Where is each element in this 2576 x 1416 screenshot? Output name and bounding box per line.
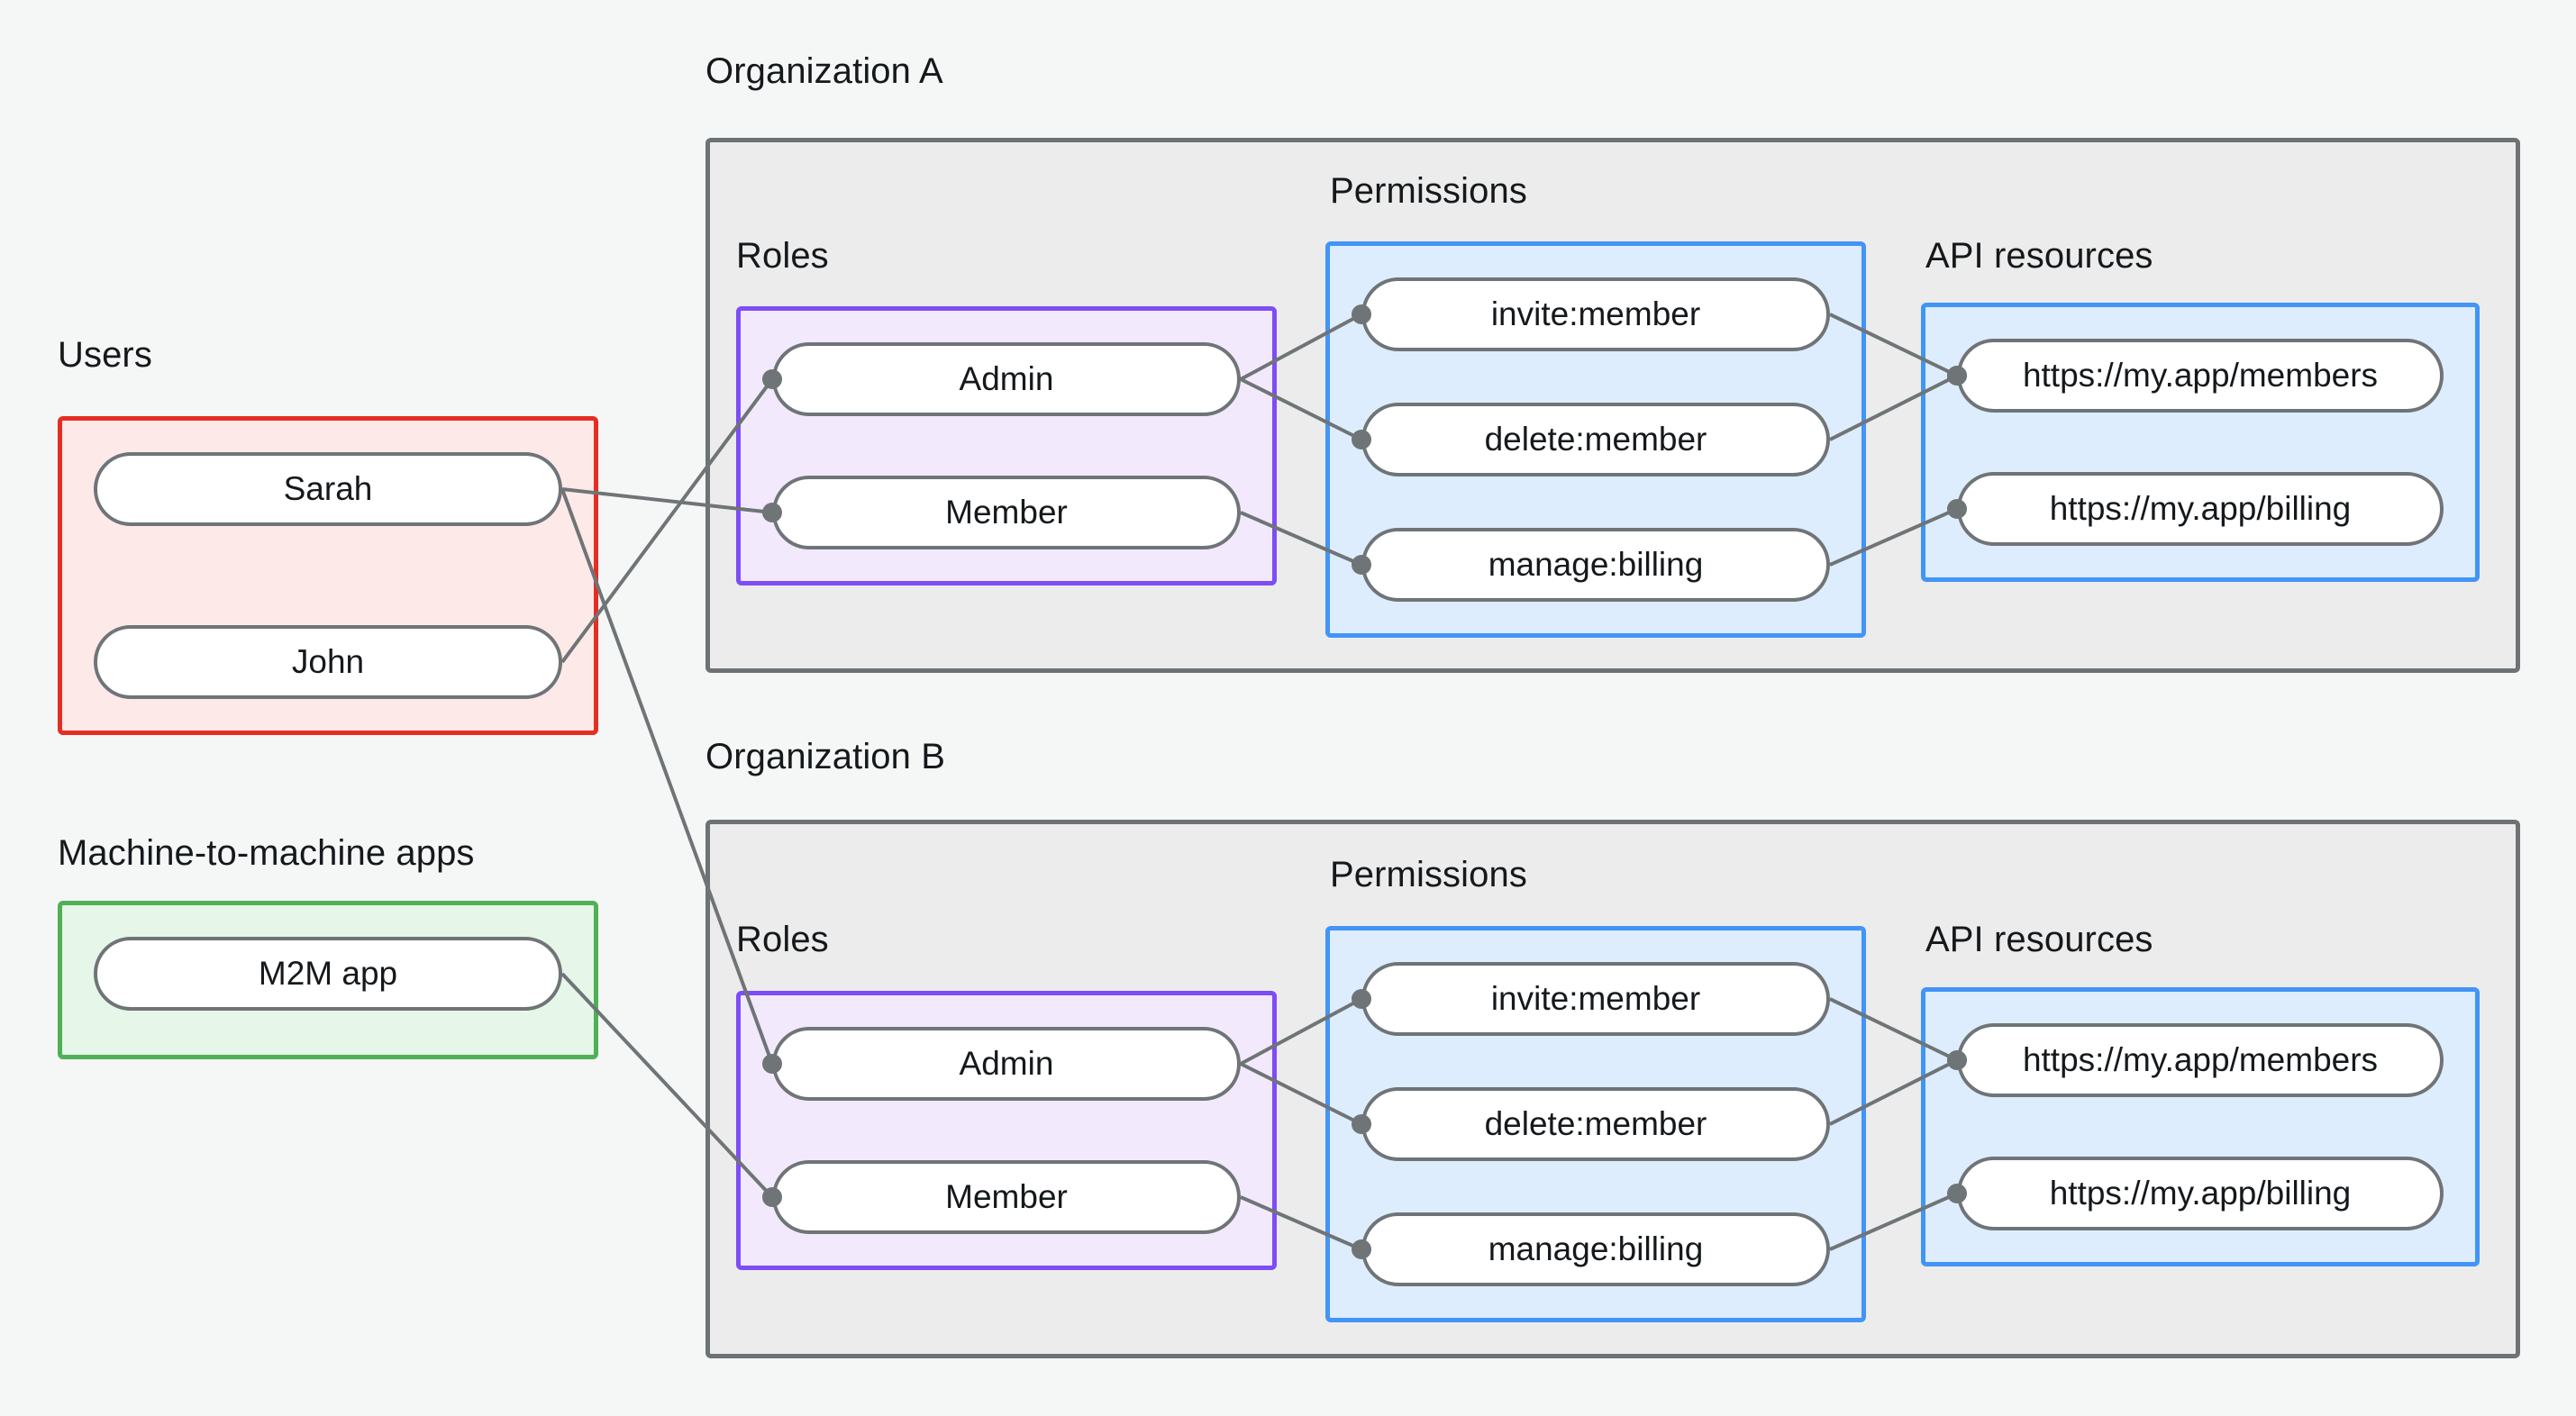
org-b-role-node-b-admin[interactable]: Admin: [772, 1027, 1241, 1101]
org-b-permission-node-b-billing[interactable]: manage:billing: [1361, 1212, 1830, 1286]
users-label: Users: [58, 335, 152, 375]
org-b-permission-node-b-delete[interactable]: delete:member: [1361, 1087, 1830, 1161]
node-label: M2M app: [258, 955, 398, 992]
node-label: Admin: [959, 1045, 1054, 1082]
org-a-api-resource-node-a-res-members[interactable]: https://my.app/members: [1957, 339, 2444, 413]
node-label: Sarah: [283, 470, 373, 507]
org-b-api-resource-node-b-res-billing[interactable]: https://my.app/billing: [1957, 1157, 2444, 1230]
organization-b-label: Organization B: [705, 737, 945, 776]
org-a-permission-node-a-delete[interactable]: delete:member: [1361, 403, 1830, 477]
node-label: Member: [945, 1178, 1068, 1215]
org-b-permissions-label: Permissions: [1330, 855, 1527, 894]
node-label: invite:member: [1490, 980, 1701, 1017]
node-label: manage:billing: [1488, 1230, 1704, 1267]
org-a-role-node-a-admin[interactable]: Admin: [772, 342, 1241, 416]
users-node-sarah[interactable]: Sarah: [94, 452, 562, 526]
node-label: delete:member: [1484, 421, 1707, 458]
node-label: invite:member: [1490, 295, 1701, 332]
org-a-api-resources-label: API resources: [1925, 236, 2153, 276]
org-b-role-node-b-member[interactable]: Member: [772, 1160, 1241, 1234]
users-node-john[interactable]: John: [94, 625, 562, 699]
node-label: https://my.app/billing: [2049, 1175, 2352, 1212]
org-a-api-resource-node-a-res-billing[interactable]: https://my.app/billing: [1957, 472, 2444, 546]
node-label: Member: [945, 494, 1068, 531]
org-a-role-node-a-member[interactable]: Member: [772, 476, 1241, 549]
org-a-permission-node-a-invite[interactable]: invite:member: [1361, 277, 1830, 351]
m2m-node-m2m[interactable]: M2M app: [94, 937, 562, 1011]
node-label: https://my.app/members: [2022, 357, 2379, 394]
org-b-api-resources-label: API resources: [1925, 920, 2153, 959]
node-label: Admin: [959, 360, 1054, 397]
org-a-permissions-label: Permissions: [1330, 171, 1527, 211]
node-label: delete:member: [1484, 1105, 1707, 1142]
org-a-permission-node-a-billing[interactable]: manage:billing: [1361, 528, 1830, 602]
org-b-roles-label: Roles: [736, 920, 829, 959]
organization-a-label: Organization A: [705, 51, 943, 91]
org-a-roles-label: Roles: [736, 236, 829, 276]
org-b-permission-node-b-invite[interactable]: invite:member: [1361, 962, 1830, 1036]
node-label: https://my.app/members: [2022, 1041, 2379, 1078]
node-label: https://my.app/billing: [2049, 490, 2352, 527]
node-label: manage:billing: [1488, 546, 1704, 583]
node-label: John: [291, 643, 365, 680]
org-b-api-resource-node-b-res-members[interactable]: https://my.app/members: [1957, 1023, 2444, 1097]
m2m-apps-label: Machine-to-machine apps: [58, 833, 475, 873]
